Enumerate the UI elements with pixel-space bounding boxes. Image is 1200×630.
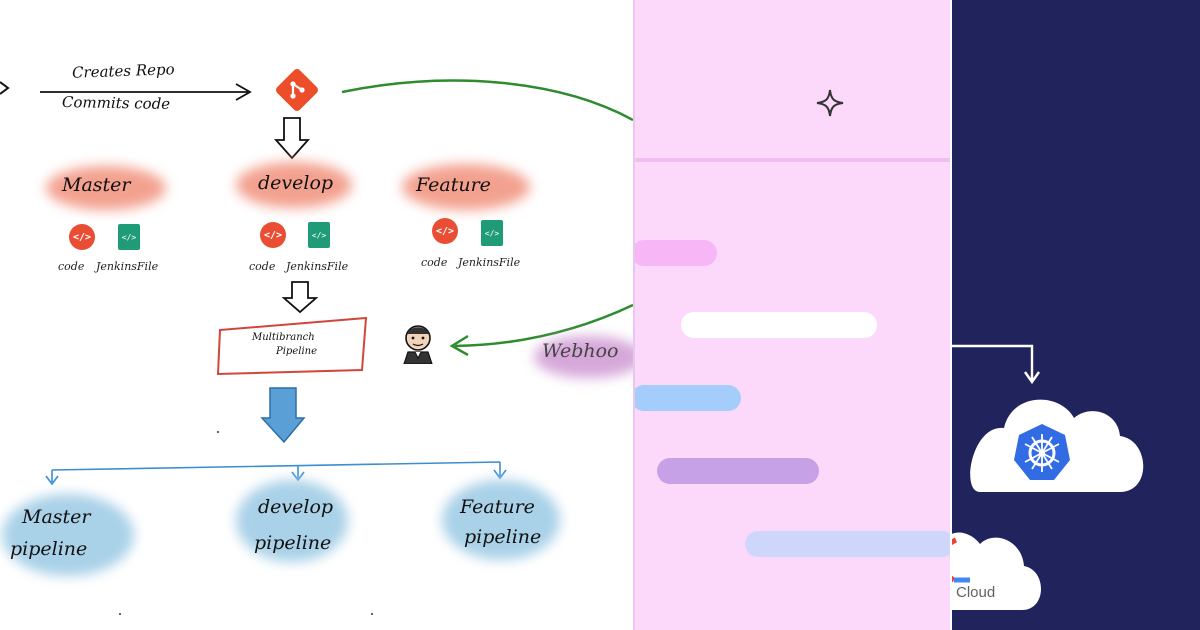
code-caption: code <box>421 256 448 269</box>
develop-pipeline-blob <box>236 480 348 562</box>
kubernetes-icon <box>1014 424 1070 480</box>
jenkins-icon <box>403 325 433 364</box>
master-pipeline-line1: Master <box>22 506 91 528</box>
purple-bar <box>657 458 819 484</box>
jenkinsfile-caption: JenkinsFile <box>286 260 349 273</box>
google-cloud-icon <box>952 532 1041 610</box>
down-arrow-2 <box>281 281 319 314</box>
webhook-blob <box>534 336 633 378</box>
master-branch-label: Master <box>62 174 131 196</box>
jenkinsfile-icon: </> <box>118 224 140 250</box>
develop-branch-label: develop <box>258 172 334 194</box>
feature-branch-label: Feature <box>416 174 491 196</box>
abstract-bars-panel <box>633 0 950 630</box>
feature-pipeline-line1: Feature <box>460 496 535 518</box>
commit-arrow <box>40 83 252 101</box>
down-arrow-1 <box>273 117 311 160</box>
jenkinsfile-caption: JenkinsFile <box>96 260 159 273</box>
blue-down-arrow <box>260 387 306 444</box>
divider-line <box>635 158 950 162</box>
master-branch-blob <box>46 166 166 210</box>
git-to-webhook-line <box>341 79 633 122</box>
pipeline-text: Pipeline <box>276 346 318 357</box>
left-arrow-stub <box>0 81 10 95</box>
jenkinsfile-caption: JenkinsFile <box>458 256 521 269</box>
code-icon: </> <box>69 224 95 250</box>
cloud-panel: Cloud <box>952 0 1200 630</box>
pink-bar <box>635 240 717 266</box>
lavender-bar <box>745 531 950 557</box>
commits-code-text: Commits code <box>61 93 171 113</box>
develop-branch-blob <box>236 162 352 208</box>
jenkinsfile-icon: </> <box>481 220 503 246</box>
master-pipeline-blob <box>2 494 134 576</box>
cloud-graphics <box>952 344 1144 610</box>
jenkinsfile-icon: </> <box>308 222 330 248</box>
cloud-label: Cloud <box>956 584 996 601</box>
feature-pipeline-blob <box>442 480 560 560</box>
code-icon: </> <box>432 218 458 244</box>
multibranch-box <box>216 316 368 376</box>
develop-pipeline-line1: develop <box>258 496 334 518</box>
sparkle-icon <box>816 89 844 117</box>
feature-pipeline-line2: pipeline <box>464 526 542 548</box>
webhook-to-jenkins-arrow <box>449 303 633 357</box>
multibranch-text: Multibranch <box>252 332 315 343</box>
white-bar <box>681 312 877 338</box>
blue-bar <box>635 385 741 411</box>
jenkins-diagram-panel: Creates Repo Commits code Master develop… <box>0 60 633 615</box>
develop-pipeline-line2: pipeline <box>254 532 332 554</box>
code-caption: code <box>58 260 85 273</box>
webhook-label: Webhoo <box>542 340 619 362</box>
creates-repo-text: Creates Repo <box>71 60 175 82</box>
master-pipeline-line2: pipeline <box>10 538 88 560</box>
code-icon: </> <box>260 222 286 248</box>
code-caption: code <box>249 260 276 273</box>
feature-branch-blob <box>402 164 530 210</box>
git-icon <box>274 67 320 113</box>
deploy-arrow <box>952 344 1040 385</box>
